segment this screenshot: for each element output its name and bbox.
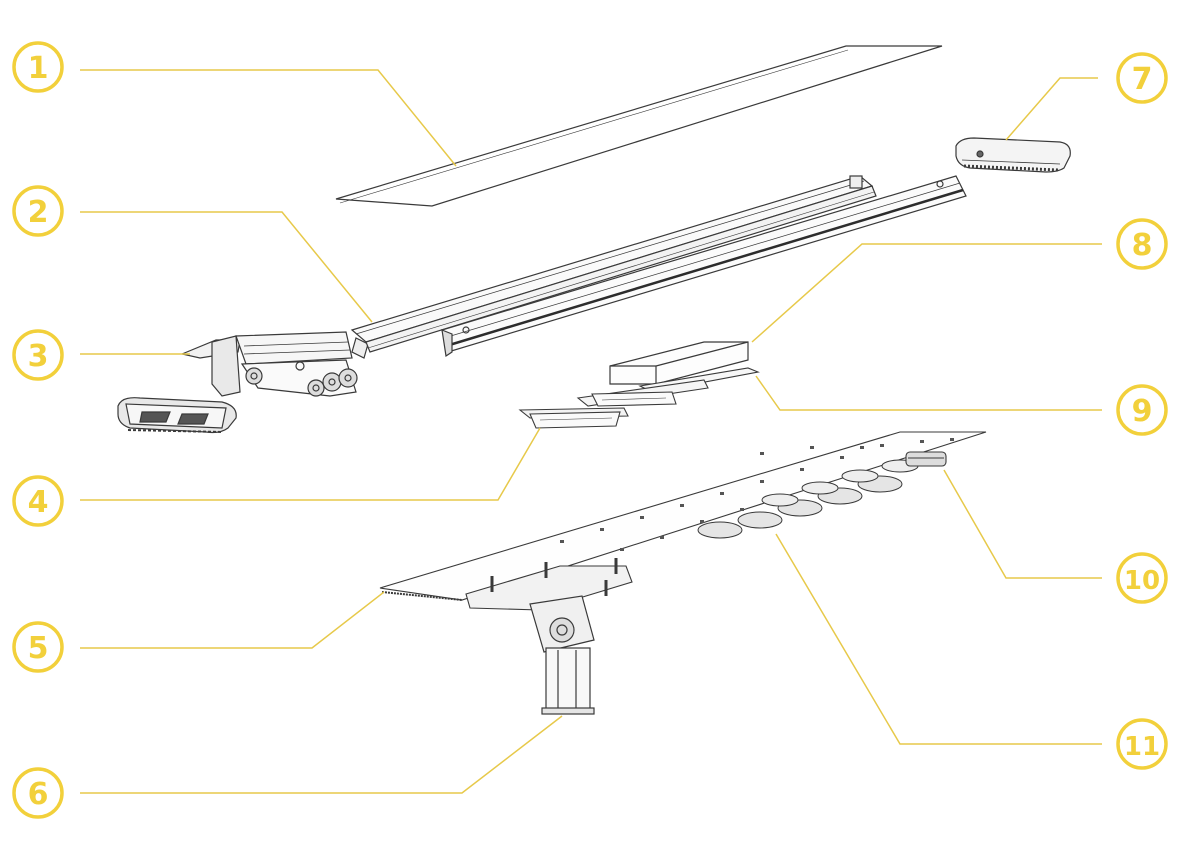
callout-label-9: 9: [1132, 394, 1153, 429]
part-mounting-plates: [518, 367, 760, 429]
callout-label-8: 8: [1132, 228, 1153, 263]
callout-label-2: 2: [28, 195, 49, 230]
callout-1: 1: [12, 41, 64, 93]
leader-5: [80, 591, 385, 649]
callouts: 1 2 3 4 5 6 7 8: [12, 41, 1168, 819]
part-led-base-plate: [379, 431, 987, 611]
leader-10: [943, 469, 1102, 579]
callout-label-5: 5: [28, 631, 49, 666]
callout-10: 10: [1116, 552, 1168, 604]
leader-8: [751, 243, 1102, 343]
callout-11: 11: [1116, 718, 1168, 770]
part-driver-box: [609, 341, 749, 385]
callout-label-1: 1: [28, 51, 49, 86]
leader-7: [1005, 77, 1098, 141]
callout-6: 6: [12, 767, 64, 819]
leader-2: [80, 211, 373, 323]
callout-label-11: 11: [1124, 732, 1160, 762]
callout-2: 2: [12, 185, 64, 237]
callout-label-6: 6: [28, 777, 49, 812]
leader-4: [80, 427, 541, 501]
callout-8: 8: [1116, 218, 1168, 270]
callout-4: 4: [12, 475, 64, 527]
leader-6: [80, 715, 563, 794]
leader-1: [80, 69, 457, 167]
part-main-rail: [350, 175, 967, 359]
callout-5: 5: [12, 621, 64, 673]
callout-9: 9: [1116, 384, 1168, 436]
callout-label-4: 4: [28, 485, 49, 520]
part-top-panel: [335, 45, 943, 207]
part-end-cap-assembly: [117, 331, 358, 434]
callout-label-10: 10: [1124, 566, 1160, 596]
leader-lines: [80, 69, 1102, 794]
callout-3: 3: [12, 329, 64, 381]
part-end-cap-right: [955, 137, 1071, 173]
part-pole-mount: [529, 595, 595, 715]
callout-label-7: 7: [1132, 62, 1153, 97]
callout-label-3: 3: [28, 339, 49, 374]
leader-11: [775, 533, 1102, 745]
callout-7: 7: [1116, 52, 1168, 104]
leader-9: [755, 375, 1102, 411]
